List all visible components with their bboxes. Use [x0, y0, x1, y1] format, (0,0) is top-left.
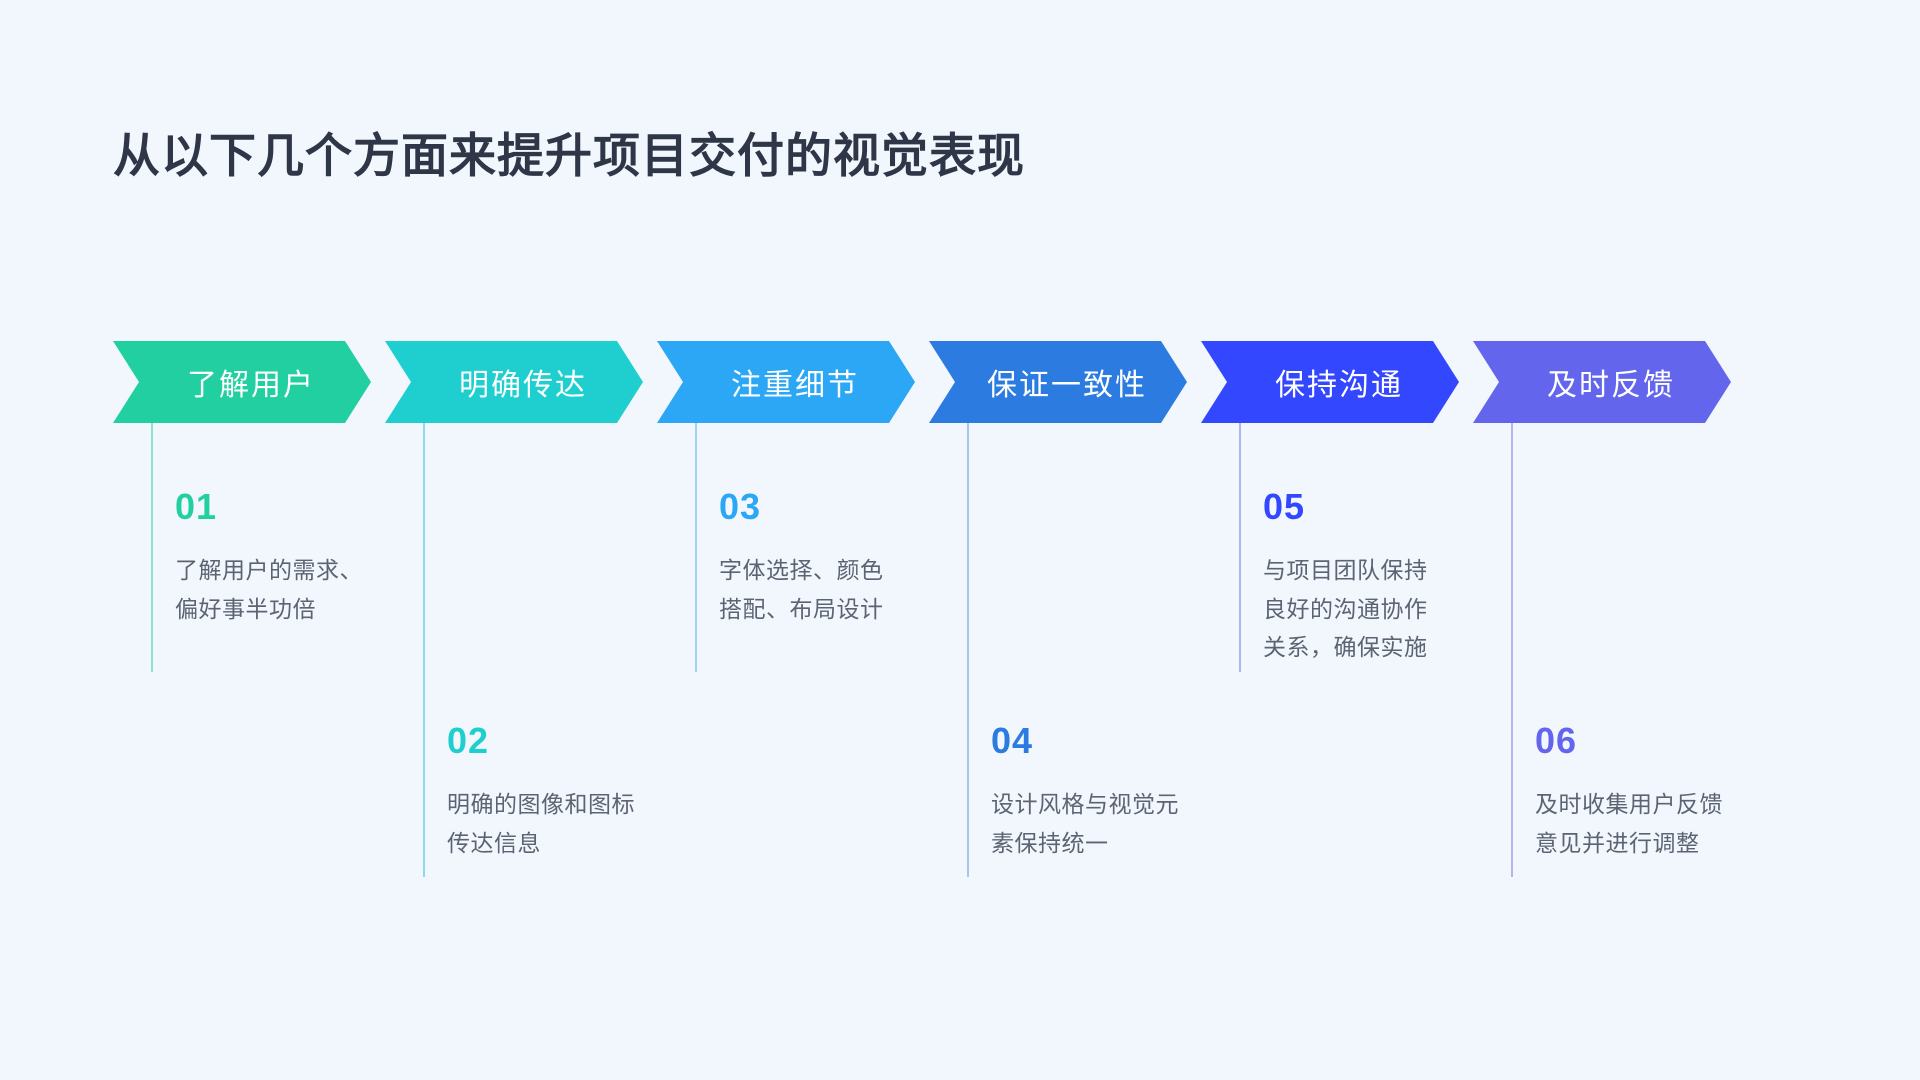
chevron-step-02[interactable]: 明确传达 [385, 341, 643, 423]
content-block-step-06: 06 及时收集用户反馈 意见并进行调整 [1535, 723, 1805, 862]
chevron-label: 了解用户 [187, 369, 315, 402]
content-block-step-05: 05 与项目团队保持 良好的沟通协作 关系，确保实施 [1263, 489, 1533, 667]
step-description: 字体选择、颜色 搭配、布局设计 [719, 557, 884, 622]
connector-line-step-04 [967, 423, 969, 877]
step-number: 03 [719, 486, 762, 527]
chevron-label: 注重细节 [731, 369, 859, 402]
connector-line-step-01 [151, 423, 153, 672]
step-number: 06 [1535, 720, 1578, 761]
step-description: 与项目团队保持 良好的沟通协作 关系，确保实施 [1263, 557, 1428, 661]
chevron-label: 及时反馈 [1547, 369, 1675, 402]
chevron-step-05[interactable]: 保持沟通 [1201, 341, 1459, 423]
step-number: 05 [1263, 486, 1306, 527]
connector-line-step-02 [423, 423, 425, 877]
step-description: 了解用户的需求、 偏好事半功倍 [175, 557, 363, 622]
content-block-step-03: 03 字体选择、颜色 搭配、布局设计 [719, 489, 989, 628]
step-description: 设计风格与视觉元 素保持统一 [991, 791, 1179, 856]
chevron-step-03[interactable]: 注重细节 [657, 341, 915, 423]
step-number: 04 [991, 720, 1034, 761]
step-number: 01 [175, 486, 218, 527]
chevron-label: 保证一致性 [987, 369, 1147, 402]
process-chevron-band: 了解用户 明确传达 注重细节 保证一致性 保持沟通 及时反馈 [113, 341, 1813, 423]
content-block-step-02: 02 明确的图像和图标 传达信息 [447, 723, 717, 862]
chevron-step-06[interactable]: 及时反馈 [1473, 341, 1731, 423]
content-block-step-04: 04 设计风格与视觉元 素保持统一 [991, 723, 1261, 862]
connector-line-step-05 [1239, 423, 1241, 672]
page-title: 从以下几个方面来提升项目交付的视觉表现 [113, 129, 1025, 183]
connector-line-step-03 [695, 423, 697, 672]
chevron-step-04[interactable]: 保证一致性 [929, 341, 1187, 423]
chevron-label: 明确传达 [459, 369, 587, 402]
content-block-step-01: 01 了解用户的需求、 偏好事半功倍 [175, 489, 445, 628]
step-number: 02 [447, 720, 490, 761]
chevron-label: 保持沟通 [1275, 369, 1403, 402]
chevron-step-01[interactable]: 了解用户 [113, 341, 371, 423]
step-description: 明确的图像和图标 传达信息 [447, 791, 635, 856]
connector-line-step-06 [1511, 423, 1513, 877]
step-description: 及时收集用户反馈 意见并进行调整 [1535, 791, 1723, 856]
